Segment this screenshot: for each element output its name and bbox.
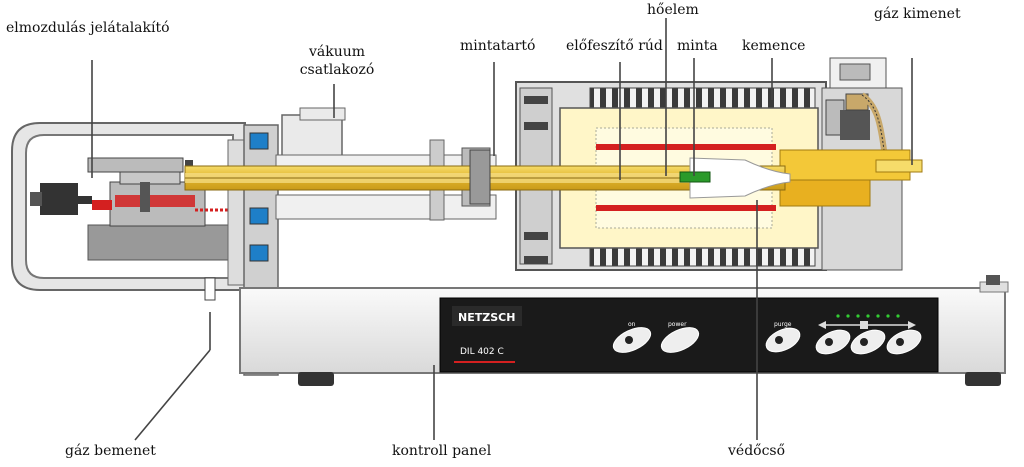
gasket	[249, 132, 269, 150]
label-protective-tube: védőcső	[728, 443, 786, 459]
power-button[interactable]	[658, 322, 703, 357]
gasket	[249, 244, 269, 262]
gasket	[249, 207, 269, 225]
control-panel	[439, 297, 939, 373]
panel-power-label: power	[668, 321, 687, 328]
label-control-panel: kontroll panel	[392, 443, 492, 459]
led-row	[836, 314, 900, 318]
push-rod-assembly	[184, 149, 791, 205]
panel-model: DIL 402 C	[460, 347, 504, 357]
gas-inlet-pipe	[204, 277, 216, 301]
label-sample-holder: mintatartó	[460, 38, 536, 54]
label-vacuum-line1: vákuum	[308, 44, 366, 60]
sample	[679, 171, 711, 183]
label-sample: minta	[677, 38, 718, 54]
label-thermocouple: hőelem	[647, 2, 699, 18]
label-preheating-rod: előfeszítő rúd	[566, 38, 663, 54]
protective-tube-tip	[689, 157, 791, 199]
leader-gas-inlet-diag	[134, 349, 211, 441]
transducer-base	[87, 224, 234, 261]
label-vacuum-line2: csatlakozó	[299, 62, 375, 78]
foot	[965, 372, 1001, 386]
motor-block	[40, 183, 78, 215]
label-gas-outlet: gáz kimenet	[874, 6, 961, 22]
label-displacement-transducer: elmozdulás jelátalakító	[6, 20, 170, 36]
panel-on-label: on	[628, 321, 636, 328]
foot	[298, 372, 334, 386]
panel-purge-label: purge	[774, 321, 792, 328]
leader-lines	[91, 18, 913, 441]
label-furnace: kemence	[742, 38, 806, 54]
vacuum-connector	[275, 107, 497, 221]
label-gas-inlet: gáz bemenet	[65, 443, 156, 459]
panel-brand: NETZSCH	[458, 311, 515, 324]
transducer-housing	[11, 122, 246, 291]
